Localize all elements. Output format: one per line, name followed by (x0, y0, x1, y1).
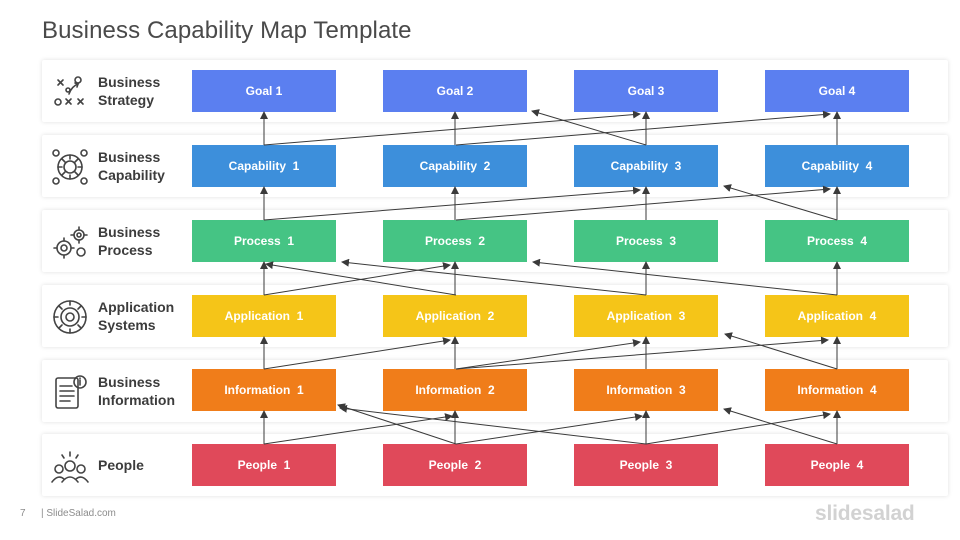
information-box-3[interactable]: Information 3 (574, 369, 718, 411)
row-label: Business Capability (98, 149, 165, 183)
application-box-3[interactable]: Application 3 (574, 295, 718, 337)
information-box-4[interactable]: Information 4 (765, 369, 909, 411)
capability-box-3[interactable]: Capability 3 (574, 145, 718, 187)
process-box-1[interactable]: Process 1 (192, 220, 336, 262)
strategy-play-icon (48, 70, 92, 114)
information-box-2[interactable]: Information 2 (383, 369, 527, 411)
information-box-1[interactable]: Information 1 (192, 369, 336, 411)
goal-box-1[interactable]: Goal 1 (192, 70, 336, 112)
people-box-2[interactable]: People 2 (383, 444, 527, 486)
application-box-4[interactable]: Application 4 (765, 295, 909, 337)
document-info-icon (48, 370, 92, 414)
people-group-icon (48, 444, 92, 488)
brand-logo: slidesalad (815, 502, 915, 525)
capability-box-4[interactable]: Capability 4 (765, 145, 909, 187)
capability-box-2[interactable]: Capability 2 (383, 145, 527, 187)
goal-box-3[interactable]: Goal 3 (574, 70, 718, 112)
footer-site: | SlideSalad.com (41, 508, 116, 519)
page-title: Business Capability Map Template (42, 17, 412, 44)
row-label: Business Process (98, 224, 161, 258)
goal-box-2[interactable]: Goal 2 (383, 70, 527, 112)
process-box-2[interactable]: Process 2 (383, 220, 527, 262)
application-box-1[interactable]: Application 1 (192, 295, 336, 337)
row-label: People (98, 457, 144, 473)
process-box-4[interactable]: Process 4 (765, 220, 909, 262)
row-label: Business Strategy (98, 74, 161, 108)
page-number: 7 (20, 508, 26, 519)
goal-box-4[interactable]: Goal 4 (765, 70, 909, 112)
row-label: Business Information (98, 374, 175, 408)
people-box-4[interactable]: People 4 (765, 444, 909, 486)
process-box-3[interactable]: Process 3 (574, 220, 718, 262)
capability-box-1[interactable]: Capability 1 (192, 145, 336, 187)
people-box-1[interactable]: People 1 (192, 444, 336, 486)
row-label: Application Systems (98, 299, 175, 333)
application-gear-icon (48, 295, 92, 339)
people-box-3[interactable]: People 3 (574, 444, 718, 486)
application-box-2[interactable]: Application 2 (383, 295, 527, 337)
gear-cycle-icon (48, 145, 92, 189)
gears-process-icon (48, 220, 92, 264)
